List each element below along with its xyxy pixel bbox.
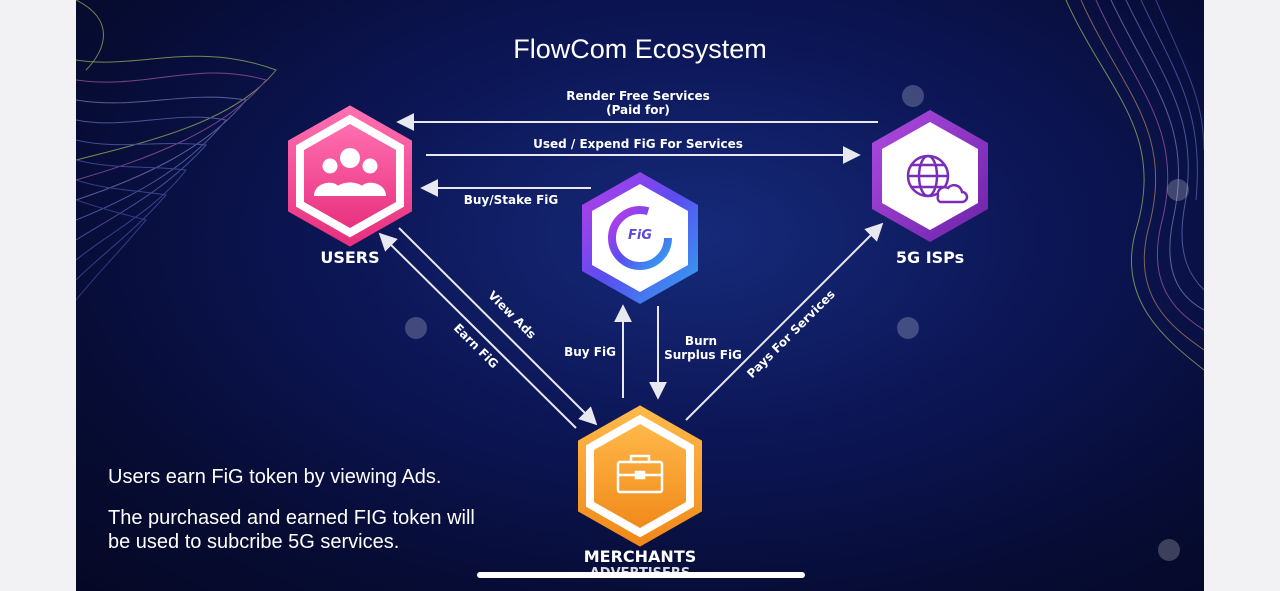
home-indicator[interactable] xyxy=(477,572,805,578)
decorative-dots xyxy=(405,85,1189,561)
arrow-pays-for xyxy=(685,222,884,421)
merchants-label: MERCHANTS xyxy=(583,547,697,566)
arrow-earn-fig xyxy=(378,232,577,429)
slide: FlowCom Ecosystem USERS 5G ISPs FiG MERC… xyxy=(76,0,1204,591)
decorative-waves-right xyxy=(1065,0,1204,371)
fig-coin-icon xyxy=(608,206,672,270)
decorative-waves-left xyxy=(76,0,277,301)
left-margin xyxy=(0,0,76,591)
caption-line-2b: be used to subcribe 5G services. xyxy=(108,531,400,553)
diagram-title: FlowCom Ecosystem xyxy=(513,34,767,64)
fig-logo-text: FiG xyxy=(627,228,652,243)
arrow-view-ads xyxy=(398,227,598,426)
flow-arrows xyxy=(378,113,884,429)
render-free-label: Render Free Services xyxy=(566,89,710,103)
merchants-node xyxy=(578,405,702,547)
buy-stake-label: Buy/Stake FiG xyxy=(463,193,559,207)
buy-fig-label: Buy FiG xyxy=(564,345,616,359)
users-node xyxy=(288,105,412,247)
caption-line-2a: The purchased and earned FIG token will xyxy=(108,507,475,529)
isps-label: 5G ISPs xyxy=(895,248,965,267)
fig-node xyxy=(582,172,698,304)
burn-label: Burn xyxy=(684,334,718,348)
isps-node xyxy=(872,110,988,242)
caption-line-1: Users earn FiG token by viewing Ads. xyxy=(108,466,442,488)
diagram-canvas xyxy=(76,0,1204,561)
paid-for-label: (Paid for) xyxy=(606,103,670,117)
right-margin xyxy=(1204,0,1280,591)
globe-cloud-icon xyxy=(906,154,969,204)
users-group-icon xyxy=(314,148,386,196)
surplus-fig-label: Surplus FiG xyxy=(664,348,742,362)
used-expend-label: Used / Expend FiG For Services xyxy=(533,137,743,151)
users-label: USERS xyxy=(320,248,380,267)
briefcase-icon xyxy=(616,454,664,494)
